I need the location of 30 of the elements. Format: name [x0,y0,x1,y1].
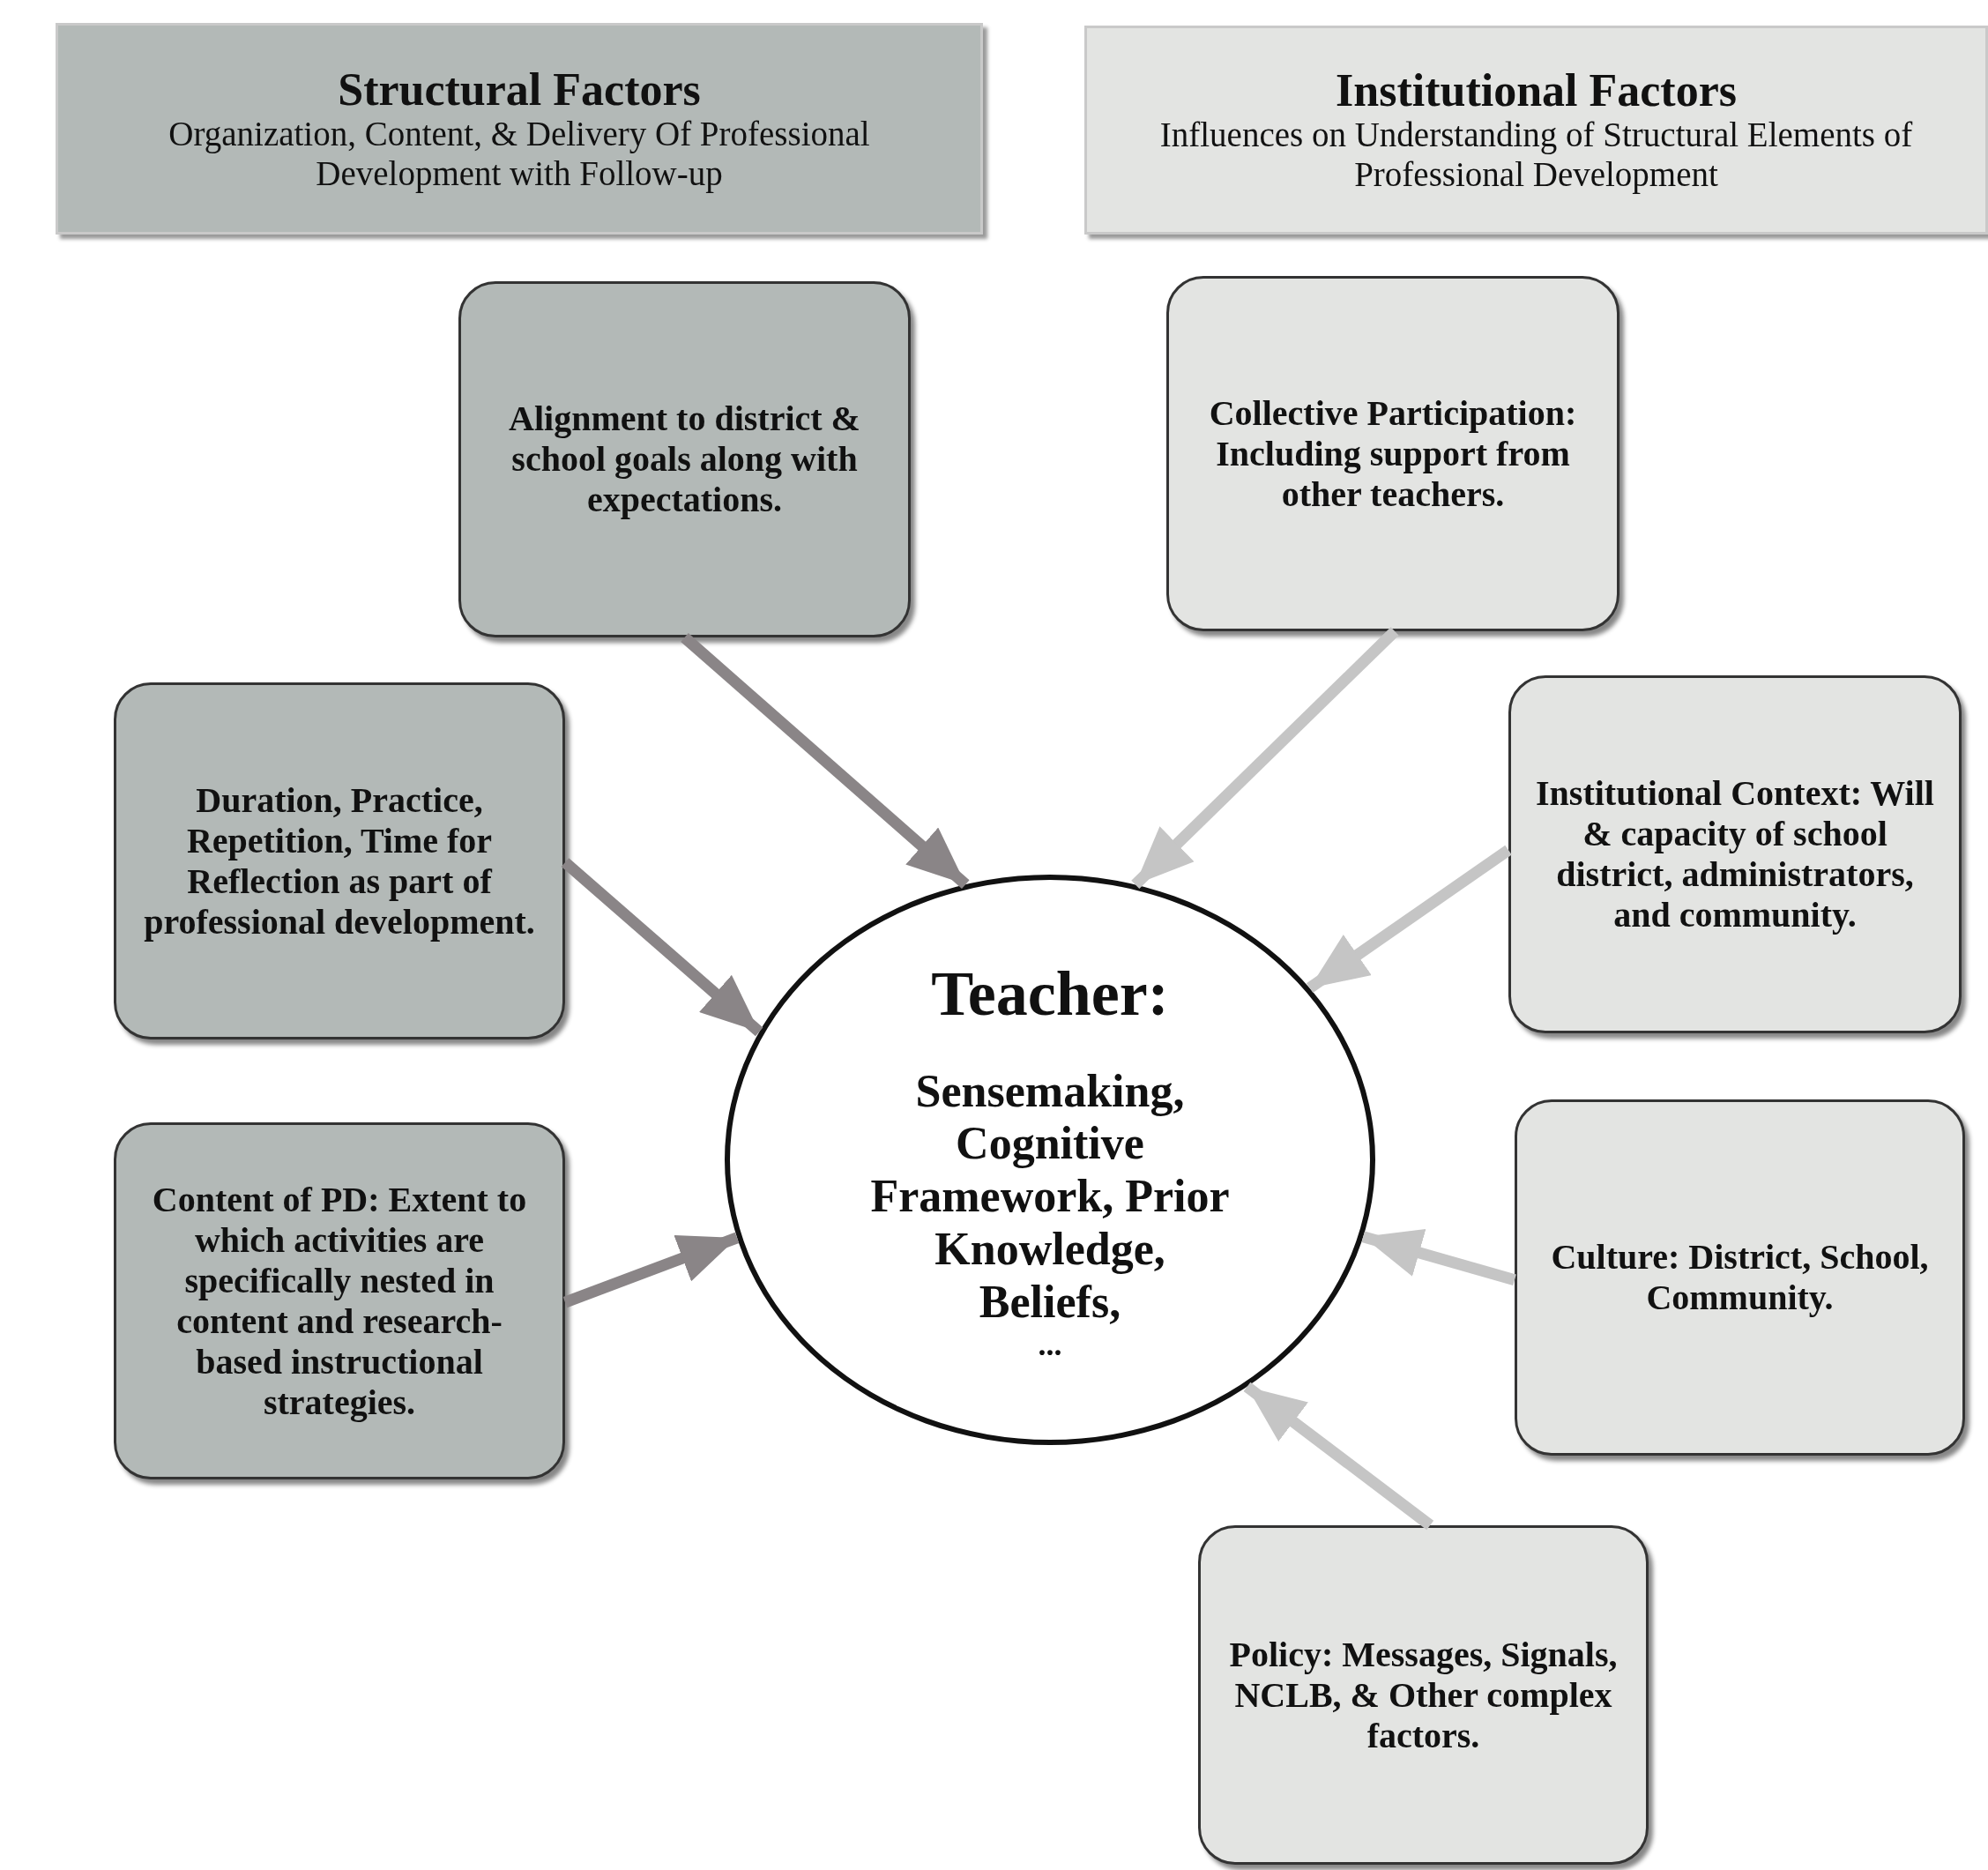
factor-box [1515,1099,1965,1456]
arrow [681,633,970,889]
factor-box [1166,276,1619,631]
box-text: Duration, Practice, Repetition, Time for Reflection as part of professional development. [143,779,536,942]
panel-heading: Structural Factors [338,63,701,115]
factor-box [1198,1525,1649,1865]
header-panel [1084,26,1988,235]
ellipse-body: Sensemaking, Cognitive Framework, Prior Knowledge, Beliefs, [869,1064,1231,1329]
ellipse-heading: Teacher: [931,959,1169,1030]
factor-box [114,682,565,1039]
factor-box [114,1122,565,1479]
ellipse-ellipsis: ... [1038,1328,1062,1360]
box-text: Culture: District, School, Community. [1550,1237,1930,1318]
arrow [1306,845,1512,994]
factor-box [458,281,911,637]
header-panel [56,23,983,235]
factor-box [1508,675,1962,1033]
box-text: Alignment to district & school goals along with expectations. [508,399,861,520]
box-text: Content of PD: Extent to which activities are specifically nested in content and research-based instructional strategies. [151,1179,528,1423]
arrow [561,858,763,1037]
box-text: Institutional Context: Will & capacity of school district, administrators, and community. [1536,773,1934,935]
arrow [562,1232,740,1308]
arrow [1361,1228,1516,1286]
panel-subheading: Influences on Understanding of Structural Elements of Professional Development [1158,115,1914,195]
arrow [1243,1382,1434,1531]
arrow [1131,627,1399,889]
panel-heading: Institutional Factors [1336,65,1737,116]
box-text: Policy: Messages, Signals, NCLB, & Other complex factors. [1228,1634,1619,1756]
panel-subheading: Organization, Content, & Delivery Of Professional Development with Follow-up [168,114,871,194]
box-text: Collective Participation: Including support from other teachers. [1208,392,1578,515]
